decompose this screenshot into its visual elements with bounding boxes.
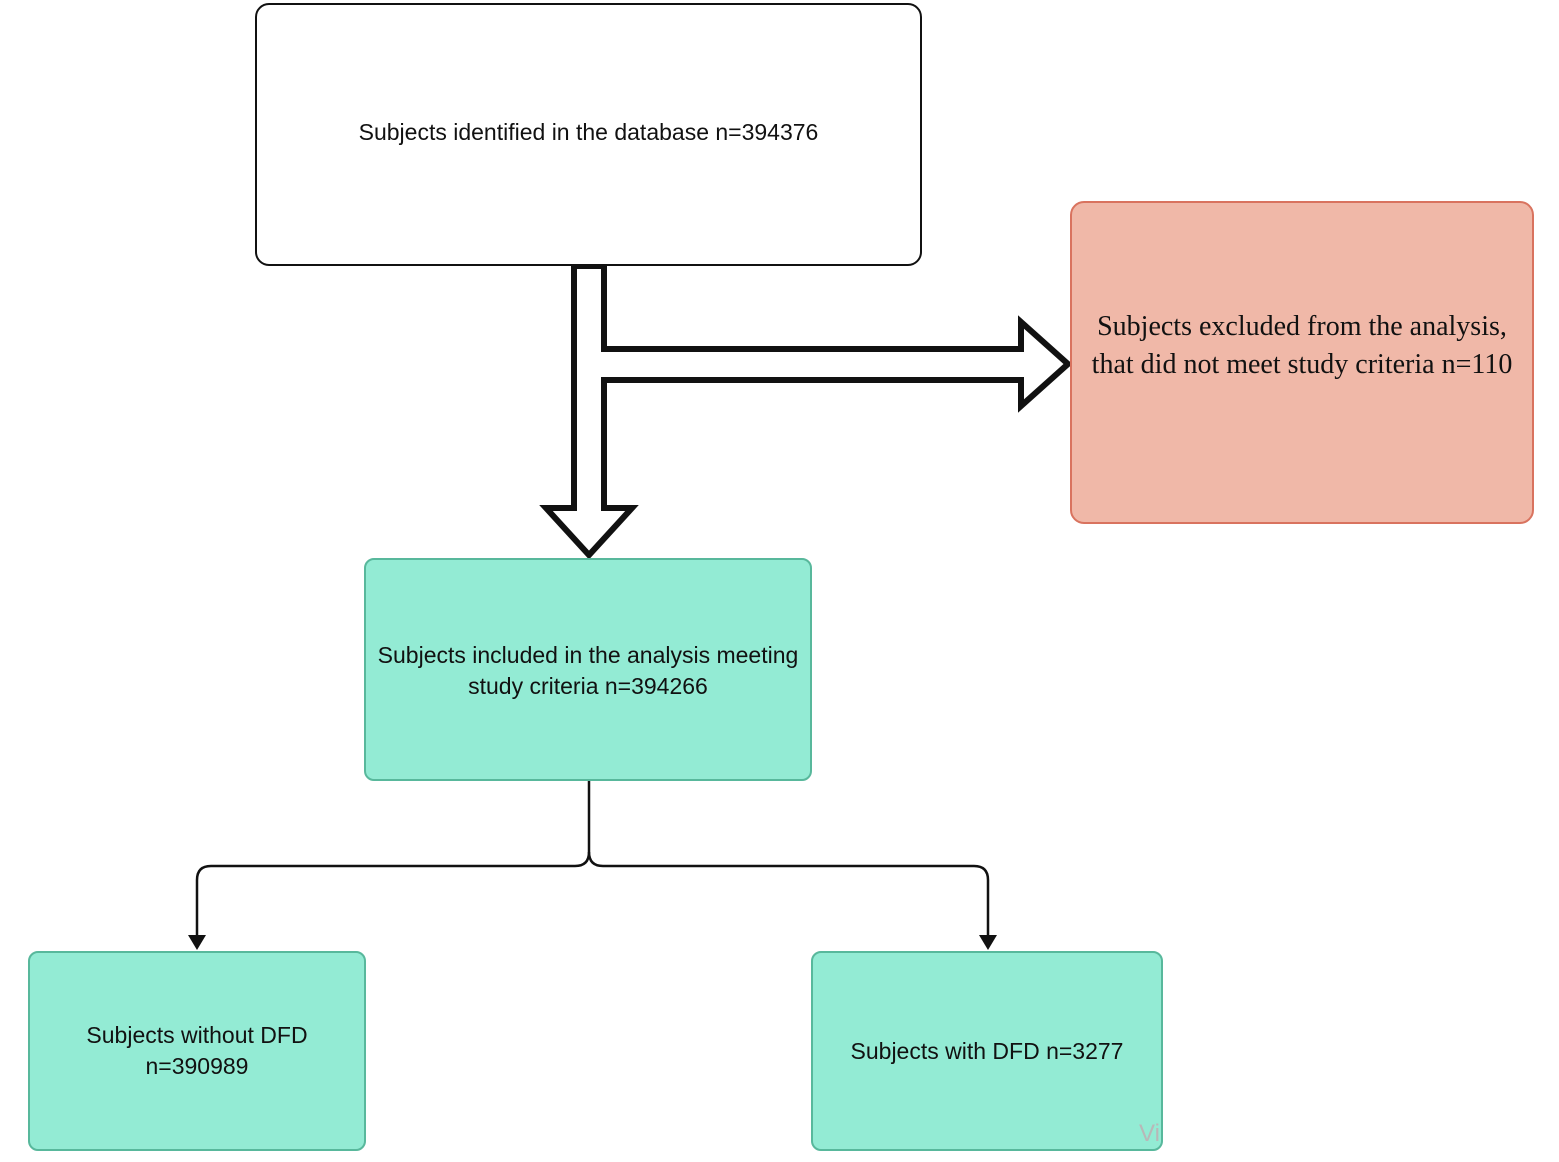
included-label: Subjects included in the analysis meetin… — [377, 642, 799, 699]
excluded-box: Subjects excluded from the analysis, tha… — [1070, 201, 1534, 524]
without-dfd-label: Subjects without DFD n=390989 — [86, 1022, 308, 1079]
identified-box: Subjects identified in the database n=39… — [255, 3, 922, 266]
with-dfd-box: Subjects with DFD n=3277 — [811, 951, 1163, 1151]
arrowhead-right — [979, 935, 997, 950]
included-box: Subjects included in the analysis meetin… — [364, 558, 812, 781]
hollow-arrow-down — [539, 263, 1073, 560]
without-dfd-box: Subjects without DFD n=390989 — [28, 951, 366, 1151]
with-dfd-label: Subjects with DFD n=3277 — [850, 1037, 1124, 1064]
watermark-text: Vi — [1139, 1120, 1160, 1147]
branch-connector — [195, 781, 591, 940]
excluded-label: Subjects excluded from the analysis, tha… — [1091, 311, 1513, 380]
identified-label: Subjects identified in the database n=39… — [358, 119, 819, 145]
branch-connector-right — [587, 851, 990, 940]
arrowhead-left — [188, 935, 206, 950]
